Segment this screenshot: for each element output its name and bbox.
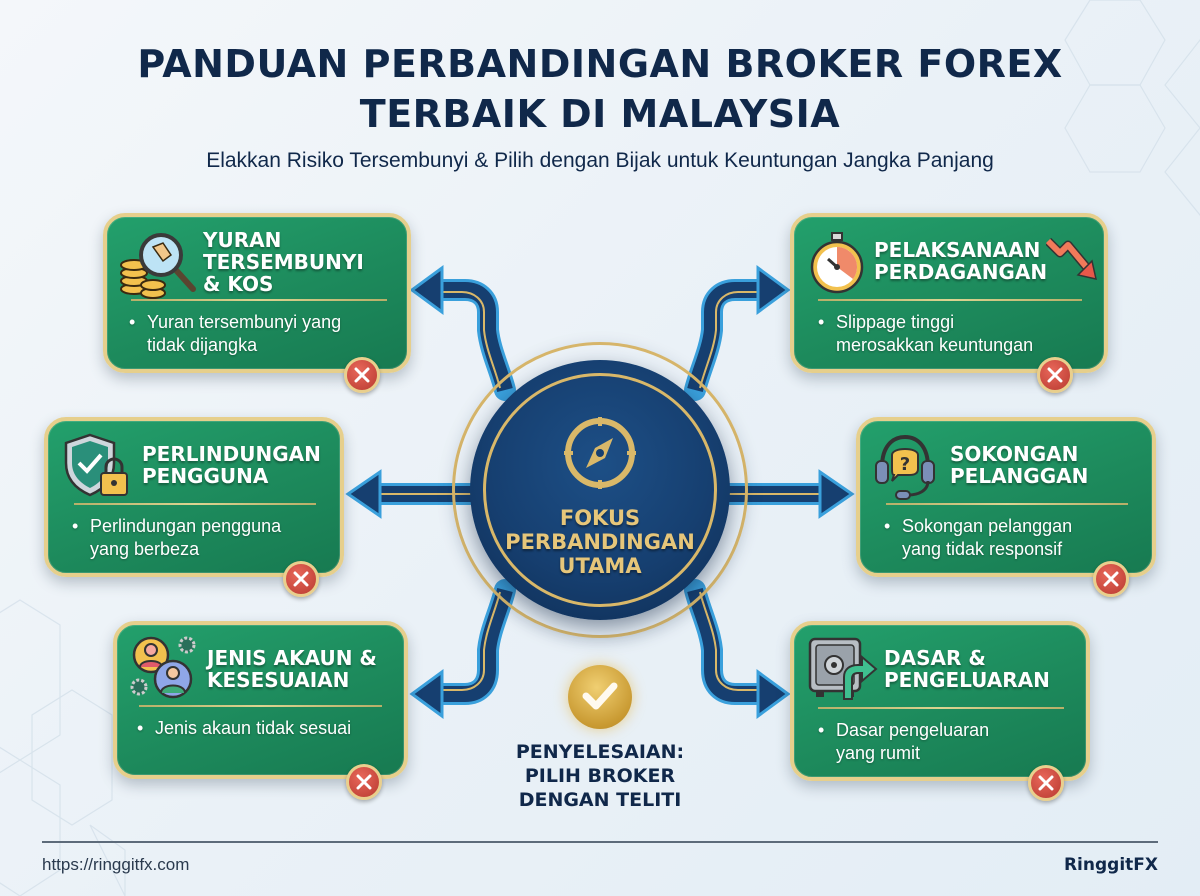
arrow-to-pelaksanaan (684, 265, 791, 401)
card-title-line: PENGELUARAN (884, 668, 1050, 692)
bullet-text: Dasar pengeluaran (836, 720, 990, 740)
x-icon (346, 764, 382, 800)
x-icon (1037, 357, 1073, 393)
footer-url-link[interactable]: https://ringgitfx.com (42, 855, 190, 874)
bullet-text: yang berbeza (90, 539, 200, 559)
x-icon (1028, 765, 1064, 801)
x-icon (344, 357, 380, 393)
card-title-line: YURAN (203, 228, 282, 252)
checkmark-badge-icon (568, 665, 632, 729)
card-divider (74, 503, 316, 505)
card-bullet: •Jenis akaun tidak sesuai (137, 718, 352, 738)
card-title-line: PELANGGAN (950, 464, 1089, 488)
bullet-text: tidak dijangka (147, 335, 258, 355)
bullet-text: Yuran tersembunyi yang (147, 312, 342, 332)
card-yuran-tersembunyi: YURAN TERSEMBUNYI & KOS •Yuran tersembun… (103, 213, 411, 373)
stopwatch-icon (810, 232, 864, 294)
x-icon (1093, 561, 1129, 597)
trend-down-arrow-icon (1046, 237, 1097, 280)
card-dasar-pengeluaran: DASAR & PENGELUARAN •Dasar pengeluaran y… (790, 621, 1090, 781)
card-pelaksanaan-perdagangan: PELAKSANAAN PERDAGANGAN •Slippage tinggi… (790, 213, 1108, 373)
solution-line1: PENYELESAIAN: (515, 741, 685, 763)
bullet-text: yang rumit (836, 743, 921, 763)
x-icon (283, 561, 319, 597)
card-divider (818, 707, 1064, 709)
card-divider (139, 705, 382, 707)
card-title: DASAR & PENGELUARAN (884, 647, 1050, 691)
headset-question-icon: ? (875, 434, 935, 500)
center-inner-gold-ring (483, 373, 717, 607)
users-gears-icon (130, 636, 196, 699)
center-label-line1: FOKUS (559, 506, 641, 530)
card-bullet: •Sokongan pelanggan yang tidak responsif (884, 516, 1073, 559)
center-label-line3: UTAMA (558, 554, 642, 578)
card-title-line: & KOS (203, 272, 274, 296)
card-divider (818, 299, 1082, 301)
card-title-line: PELAKSANAAN (874, 238, 1041, 262)
bullet-text: Slippage tinggi (836, 312, 955, 332)
card-jenis-akaun: JENIS AKAUN & KESESUAIAN •Jenis akaun ti… (113, 621, 408, 779)
card-divider (886, 503, 1128, 505)
card-bullet: •Dasar pengeluaran yang rumit (818, 720, 990, 763)
bullet-text: Perlindungan pengguna (90, 516, 282, 536)
bullet-text: merosakkan keuntungan (836, 335, 1034, 355)
card-title-line: PERLINDUNGAN (142, 442, 321, 466)
card-title-line: JENIS AKAUN & (207, 646, 377, 670)
card-title-line: TERSEMBUNYI (203, 250, 364, 274)
card-perlindungan-pengguna: PERLINDUNGAN PENGGUNA •Perlindungan peng… (44, 417, 344, 577)
footer-divider (42, 841, 1158, 843)
page-title-line2: TERBAIK DI MALAYSIA (359, 92, 841, 136)
card-divider (131, 299, 387, 301)
center-outer-gold-ring (452, 342, 748, 638)
bullet-text: Jenis akaun tidak sesuai (155, 718, 352, 738)
card-title-line: PERDAGANGAN (874, 260, 1048, 284)
arrow-to-dasar (684, 579, 791, 719)
card-sokongan-pelanggan: ? SOKONGAN PELANGGAN •Sokongan pelanggan… (856, 417, 1156, 577)
card-title: SOKONGAN PELANGGAN (950, 443, 1088, 487)
bullet-text: yang tidak responsif (902, 539, 1063, 559)
coins-magnifier-tag-icon (120, 233, 196, 299)
card-bullet: •Yuran tersembunyi yang tidak dijangka (129, 312, 342, 355)
card-title-line: PENGGUNA (142, 464, 269, 488)
safe-arrow-icon (808, 637, 878, 700)
page-subtitle: Elakkan Risiko Tersembunyi & Pilih denga… (206, 149, 994, 172)
footer-brand: RinggitFX (1063, 855, 1158, 875)
card-title: PERLINDUNGAN PENGGUNA (142, 443, 321, 487)
card-title: PELAKSANAAN PERDAGANGAN (874, 239, 1047, 283)
arrow-to-sokongan (725, 469, 855, 519)
solution-line3: DENGAN TELITI (518, 789, 682, 811)
card-title-line: DASAR & (884, 646, 986, 670)
card-title-line: SOKONGAN (950, 442, 1079, 466)
bullet-text: Sokongan pelanggan (902, 516, 1073, 536)
page-title-line1: PANDUAN PERBANDINGAN BROKER FOREX (137, 42, 1063, 86)
arrow-to-akaun (409, 579, 516, 719)
card-bullet: •Slippage tinggi merosakkan keuntungan (818, 312, 1034, 355)
card-title: YURAN TERSEMBUNYI & KOS (203, 229, 364, 295)
arrow-to-yuran (409, 265, 516, 401)
shield-lock-icon (64, 433, 128, 497)
solution-line2: PILIH BROKER (524, 765, 676, 787)
compass-icon (564, 417, 636, 489)
arrow-to-perlindungan (345, 469, 475, 519)
svg-text:?: ? (900, 454, 910, 475)
card-bullet: •Perlindungan pengguna yang berbeza (72, 516, 282, 559)
center-label-line2: PERBANDINGAN (505, 530, 695, 554)
card-title: JENIS AKAUN & KESESUAIAN (207, 647, 377, 691)
card-title-line: KESESUAIAN (207, 668, 350, 692)
